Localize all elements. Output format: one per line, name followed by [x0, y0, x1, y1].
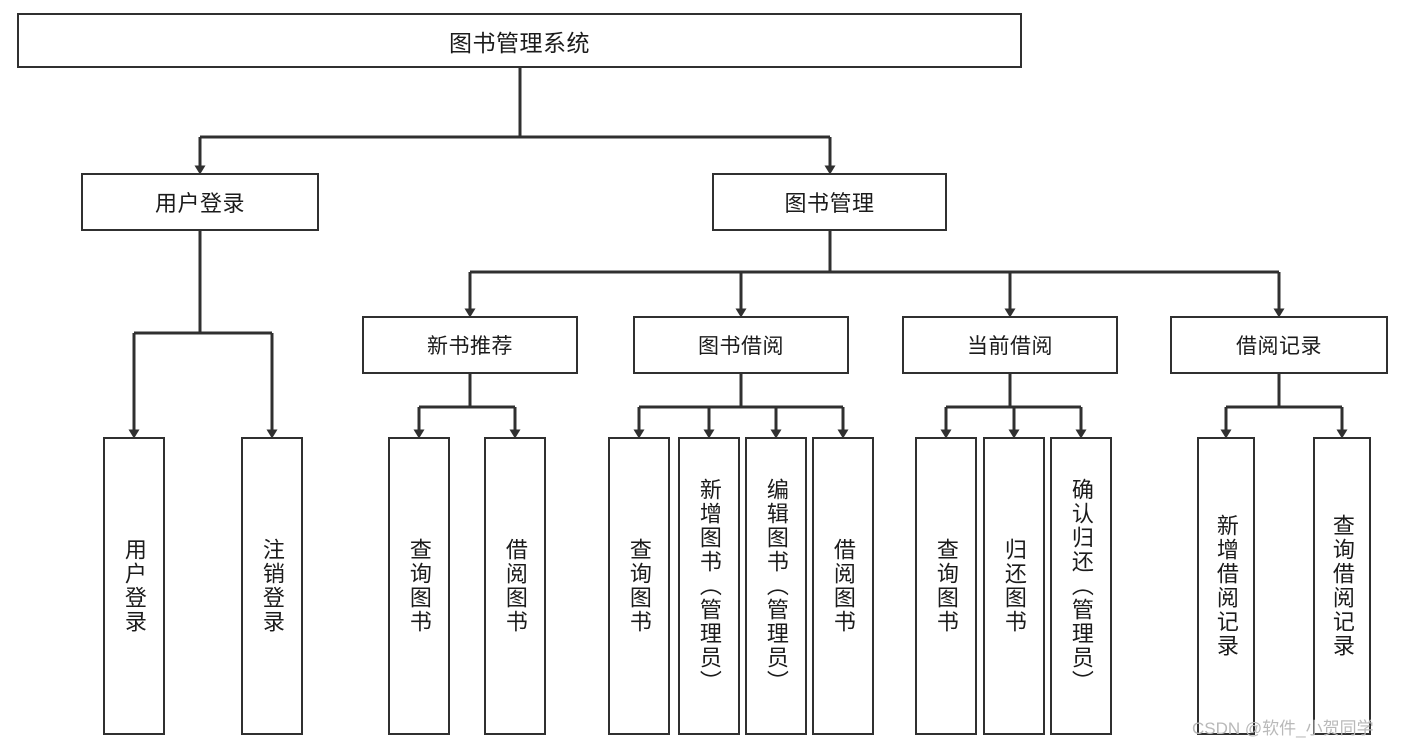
leaf-return-book[interactable]: 归还图书: [983, 437, 1045, 735]
node-book-management[interactable]: 图书管理: [712, 173, 947, 231]
leaf-query-book-borrow[interactable]: 查询图书: [608, 437, 670, 735]
node-root[interactable]: 图书管理系统: [17, 13, 1022, 68]
node-book-borrow[interactable]: 图书借阅: [633, 316, 849, 374]
leaf-query-borrow-record-label: 查询借阅记录: [1329, 514, 1355, 658]
leaf-add-borrow-record-label: 新增借阅记录: [1213, 514, 1239, 658]
leaf-query-book-current-label: 查询图书: [933, 538, 959, 634]
node-new-book-recommend-label: 新书推荐: [427, 335, 513, 358]
leaf-add-book-admin[interactable]: 新增图书（管理员）: [678, 437, 740, 735]
node-root-label: 图书管理系统: [449, 29, 590, 56]
leaf-query-book-recommend[interactable]: 查询图书: [388, 437, 450, 735]
leaf-logout-label: 注销登录: [259, 538, 285, 634]
leaf-query-book-recommend-label: 查询图书: [406, 538, 432, 634]
leaf-user-login-label: 用户登录: [121, 538, 147, 634]
node-current-borrow[interactable]: 当前借阅: [902, 316, 1118, 374]
node-user-login[interactable]: 用户登录: [81, 173, 319, 231]
node-new-book-recommend[interactable]: 新书推荐: [362, 316, 578, 374]
leaf-logout[interactable]: 注销登录: [241, 437, 303, 735]
leaf-query-book-current[interactable]: 查询图书: [915, 437, 977, 735]
leaf-borrow-book-recommend[interactable]: 借阅图书: [484, 437, 546, 735]
leaf-add-book-admin-label: 新增图书（管理员）: [696, 478, 722, 694]
leaf-query-borrow-record[interactable]: 查询借阅记录: [1313, 437, 1371, 735]
node-borrow-record-label: 借阅记录: [1236, 335, 1322, 358]
leaf-borrow-book-label: 借阅图书: [830, 538, 856, 634]
leaf-confirm-return-admin-label: 确认归还（管理员）: [1068, 478, 1094, 694]
leaf-return-book-label: 归还图书: [1001, 538, 1027, 634]
leaf-borrow-book[interactable]: 借阅图书: [812, 437, 874, 735]
leaf-confirm-return-admin[interactable]: 确认归还（管理员）: [1050, 437, 1112, 735]
node-current-borrow-label: 当前借阅: [967, 335, 1053, 358]
leaf-borrow-book-recommend-label: 借阅图书: [502, 538, 528, 634]
leaf-query-book-borrow-label: 查询图书: [626, 538, 652, 634]
node-book-borrow-label: 图书借阅: [698, 335, 784, 358]
node-user-login-label: 用户登录: [154, 191, 245, 216]
node-book-management-label: 图书管理: [784, 191, 875, 216]
node-borrow-record[interactable]: 借阅记录: [1170, 316, 1388, 374]
leaf-add-borrow-record[interactable]: 新增借阅记录: [1197, 437, 1255, 735]
leaf-edit-book-admin[interactable]: 编辑图书（管理员）: [745, 437, 807, 735]
leaf-user-login[interactable]: 用户登录: [103, 437, 165, 735]
leaf-edit-book-admin-label: 编辑图书（管理员）: [763, 478, 789, 694]
